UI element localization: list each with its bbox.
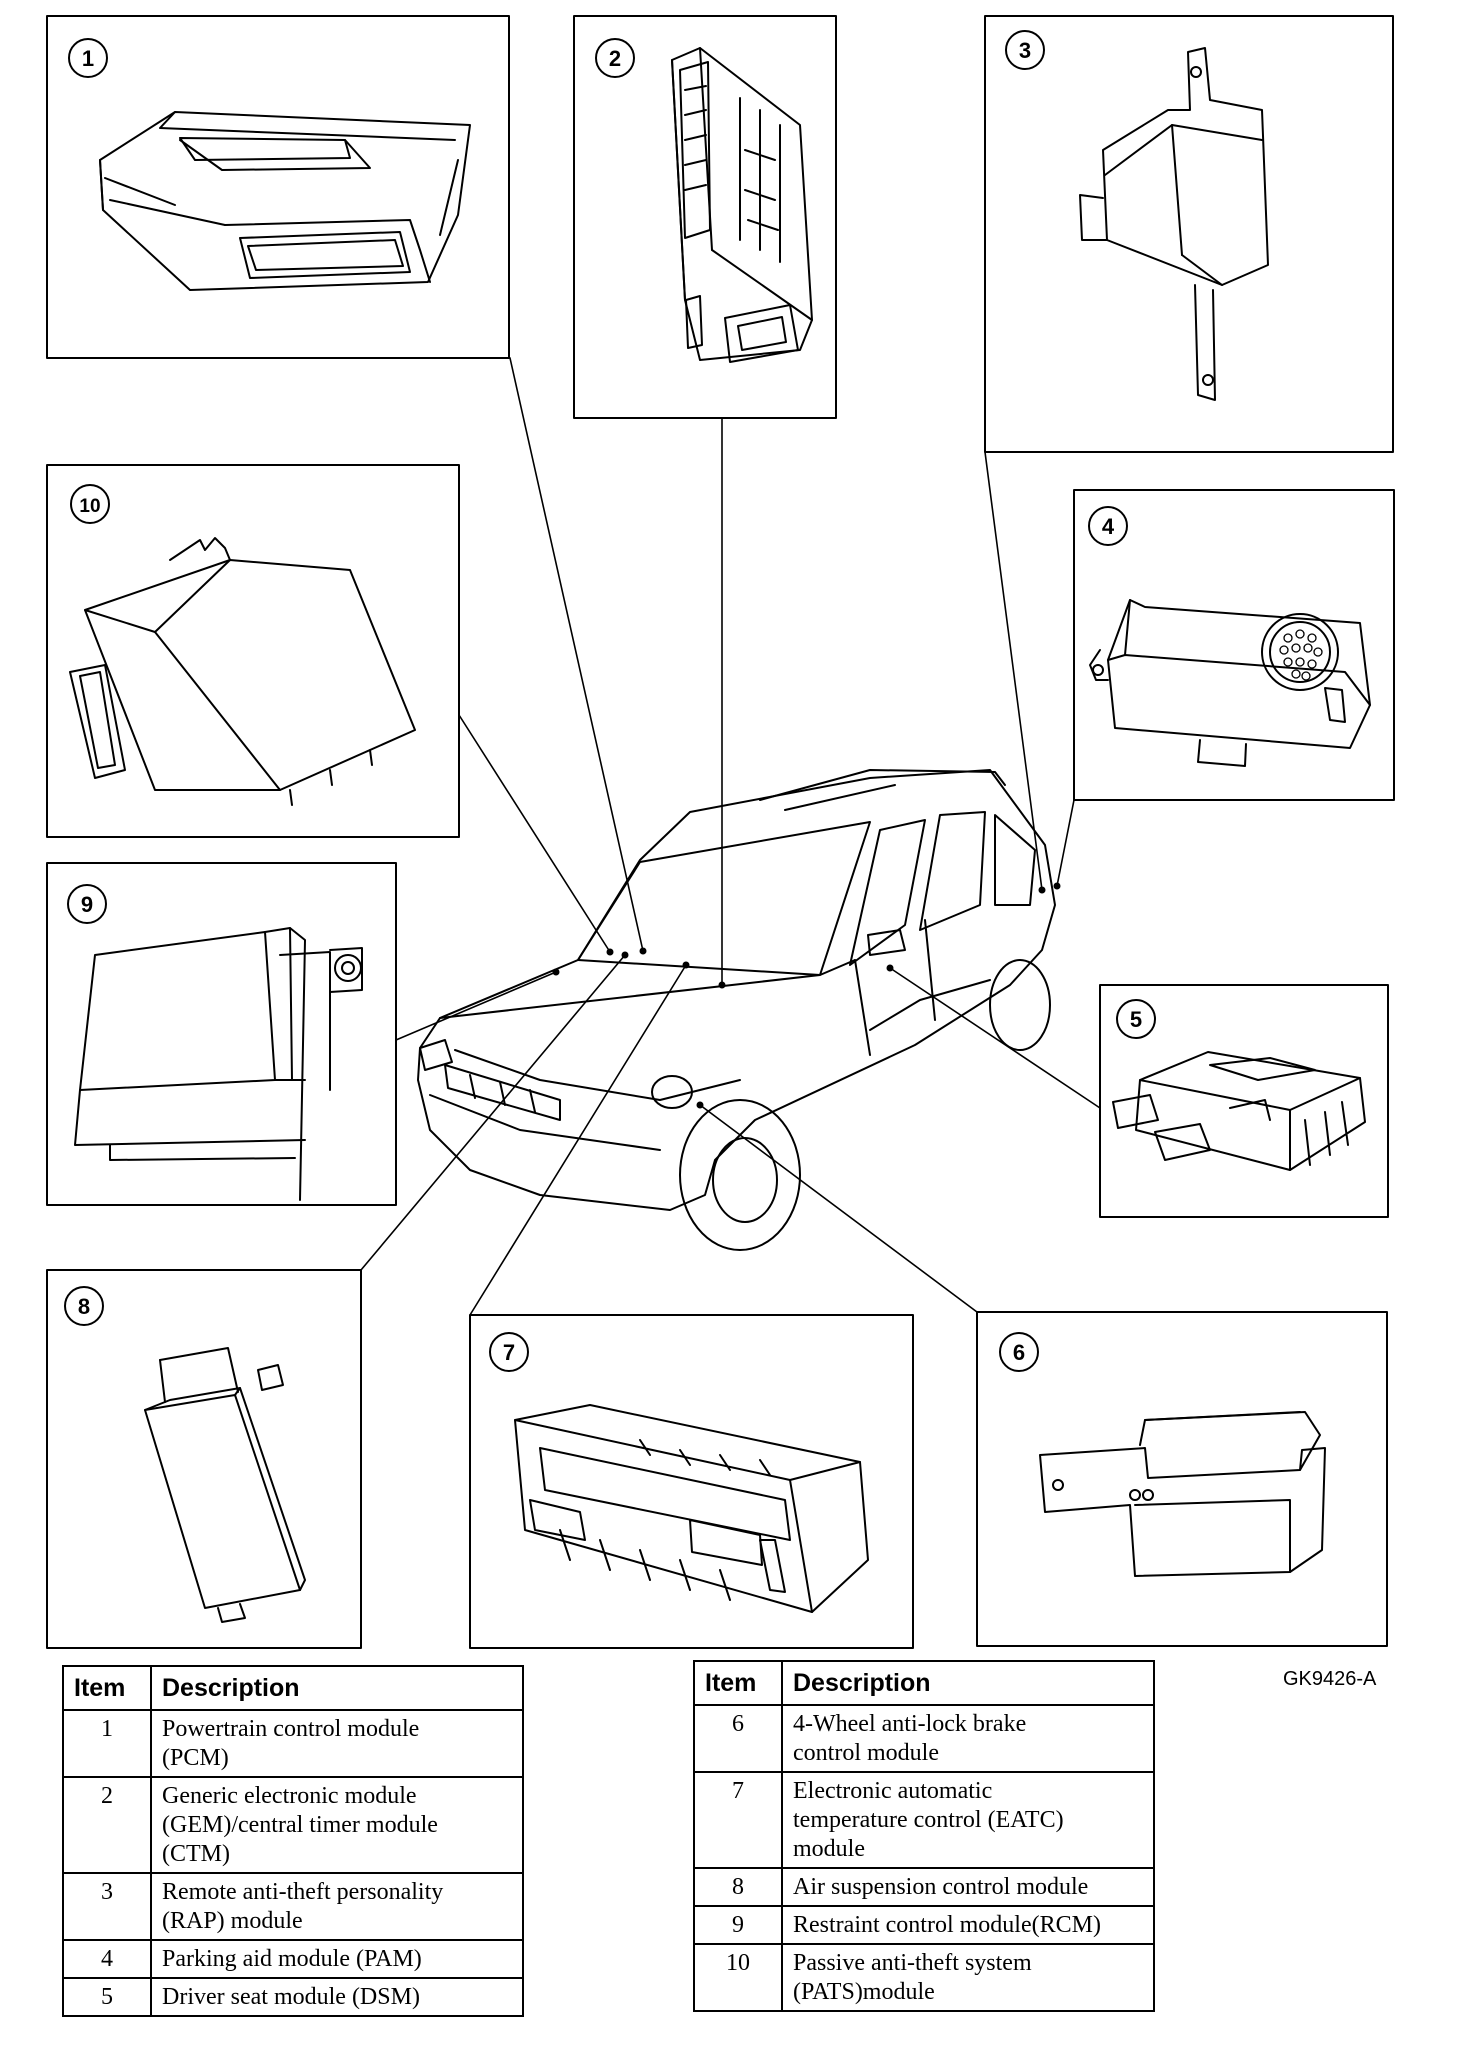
figure-id: GK9426-A xyxy=(1283,1668,1377,1690)
item-description: Remote anti-theft personality(RAP) modul… xyxy=(150,1872,524,1941)
panel-7 xyxy=(469,1314,914,1649)
item-description: Restraint control module(RCM) xyxy=(781,1905,1155,1945)
callout-circles xyxy=(64,30,1156,1372)
item-description: Passive anti-theft system(PATS)module xyxy=(781,1943,1155,2012)
item-number: 2 xyxy=(62,1776,152,1874)
panel-10 xyxy=(46,464,460,838)
table-row: 10 Passive anti-theft system(PATS)module xyxy=(693,1943,1155,2012)
table-row: 5 Driver seat module (DSM) xyxy=(62,1977,524,2017)
callout-8: 8 xyxy=(78,1294,90,1319)
item-description: Parking aid module (PAM) xyxy=(150,1939,524,1979)
table-row: 9 Restraint control module(RCM) xyxy=(693,1905,1155,1945)
panel-8 xyxy=(46,1269,362,1649)
item-number: 5 xyxy=(62,1977,152,2017)
item-description: Generic electronic module(GEM)/central t… xyxy=(150,1776,524,1874)
table-row: 2 Generic electronic module(GEM)/central… xyxy=(62,1776,524,1874)
item-number: 3 xyxy=(62,1872,152,1941)
legend-table-right: Item Description 6 4-Wheel anti-lock bra… xyxy=(693,1660,1155,2012)
air-suspension-module-illustration xyxy=(144,1347,306,1623)
callout-2: 2 xyxy=(609,46,621,71)
item-number: 9 xyxy=(693,1905,783,1945)
callout-7: 7 xyxy=(503,1340,515,1365)
abs-module-illustration xyxy=(1039,1411,1326,1577)
pats-module-illustration xyxy=(69,537,416,806)
callout-5: 5 xyxy=(1130,1007,1142,1032)
callout-6: 6 xyxy=(1013,1340,1025,1365)
leader-lines xyxy=(360,357,1101,1316)
panel-5 xyxy=(1099,984,1389,1218)
item-number: 8 xyxy=(693,1867,783,1907)
item-number: 7 xyxy=(693,1771,783,1869)
eatc-module-illustration xyxy=(514,1404,869,1613)
vehicle-illustration xyxy=(417,769,1061,1251)
callout-4: 4 xyxy=(1102,514,1115,539)
item-number: 10 xyxy=(693,1943,783,2012)
table-header-description: Description xyxy=(150,1665,524,1711)
callout-3: 3 xyxy=(1019,38,1031,63)
item-description: Driver seat module (DSM) xyxy=(150,1977,524,2017)
callout-10: 10 xyxy=(79,496,100,517)
table-header-item: Item xyxy=(693,1660,783,1706)
rap-module-illustration xyxy=(1079,47,1269,401)
item-number: 1 xyxy=(62,1709,152,1778)
gem-ctm-module-illustration xyxy=(671,47,813,363)
panel-4 xyxy=(1073,489,1395,801)
pcm-module-illustration xyxy=(99,111,471,291)
panel-3 xyxy=(984,15,1394,453)
table-header-item: Item xyxy=(62,1665,152,1711)
table-header-description: Description xyxy=(781,1660,1155,1706)
table-row: 1 Powertrain control module(PCM) xyxy=(62,1709,524,1778)
item-number: 4 xyxy=(62,1939,152,1979)
item-description: Air suspension control module xyxy=(781,1867,1155,1907)
table-row: 3 Remote anti-theft personality(RAP) mod… xyxy=(62,1872,524,1941)
legend-table-left: Item Description 1 Powertrain control mo… xyxy=(62,1665,524,2017)
item-description: Powertrain control module(PCM) xyxy=(150,1709,524,1778)
panel-1 xyxy=(46,15,510,359)
panel-6 xyxy=(976,1311,1388,1647)
item-number: 6 xyxy=(693,1704,783,1773)
pam-module-illustration xyxy=(1089,599,1371,767)
table-row: 4 Parking aid module (PAM) xyxy=(62,1939,524,1979)
rcm-module-illustration xyxy=(74,927,363,1201)
panel-2 xyxy=(573,15,837,419)
panel-9 xyxy=(46,862,397,1206)
table-row: 8 Air suspension control module xyxy=(693,1867,1155,1907)
callout-1: 1 xyxy=(82,46,94,71)
callout-9: 9 xyxy=(81,892,93,917)
dsm-module-illustration xyxy=(1112,1051,1366,1171)
